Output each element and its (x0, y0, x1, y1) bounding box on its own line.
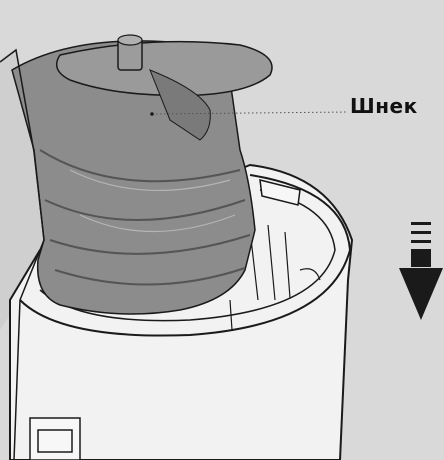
cutaway-edge (0, 48, 45, 460)
housing-lip (259, 179, 301, 206)
auger-spiral-highlights (69, 169, 236, 233)
auger-top-flange (55, 40, 273, 97)
auger-flange-blade (149, 69, 211, 141)
auger-spiral (39, 149, 251, 286)
auger-callout-label: Шнек (350, 94, 418, 118)
basket-ribs (229, 224, 321, 331)
callout-leader-line (151, 111, 349, 115)
callout-anchor-dot (150, 112, 154, 116)
auger-shaft-top (117, 34, 143, 46)
cutaway-background (0, 48, 44, 330)
housing-inner-rim (39, 189, 336, 322)
base-latch (29, 417, 81, 460)
housing-rim (19, 174, 352, 337)
down-arrow-icon (399, 222, 443, 320)
